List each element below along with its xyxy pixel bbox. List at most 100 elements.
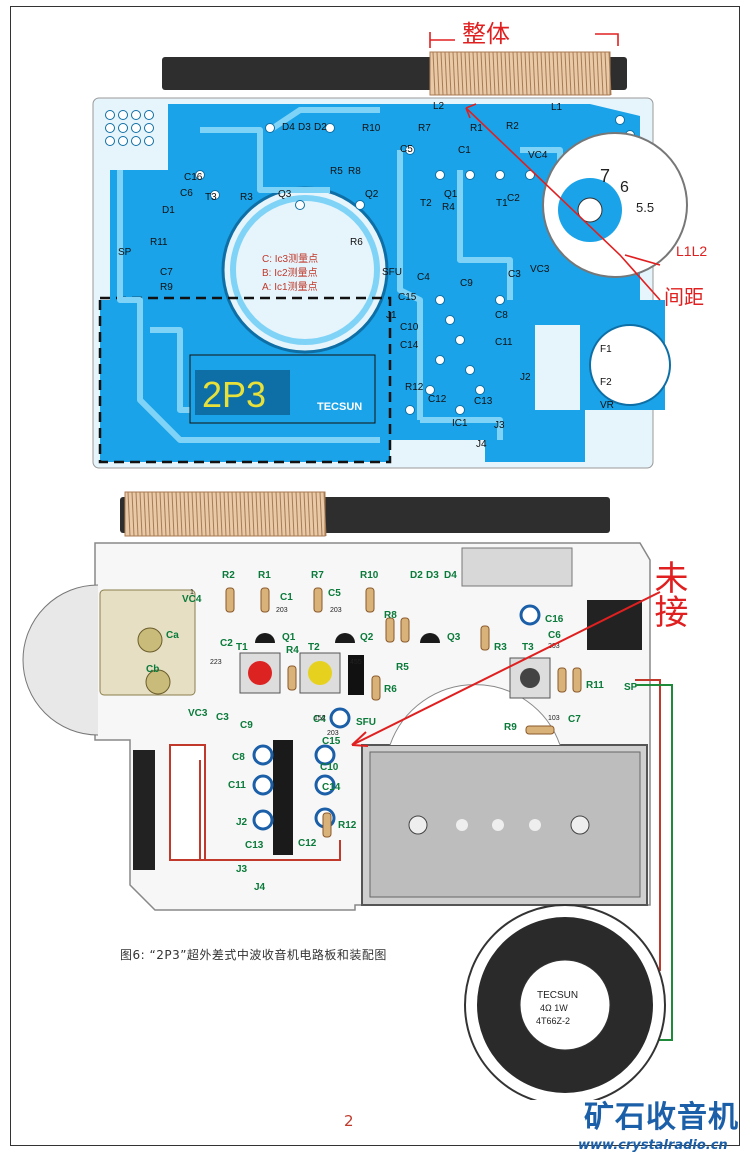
pcb-top-label-c12: C12 xyxy=(428,394,447,405)
pcb-top-label-vc4: VC4 xyxy=(528,150,548,161)
pcb-bottom-label-r8: R8 xyxy=(384,610,397,621)
pcb-top-label-j1: J1 xyxy=(386,310,397,321)
pcb-bottom-label-d3: D3 xyxy=(426,570,439,581)
pcb-bottom-label-c15: C15 xyxy=(322,736,341,747)
pcb-bottom-label-j3: J3 xyxy=(236,864,248,875)
pcb-bottom-label-c11: C11 xyxy=(228,780,246,791)
pcb-bottom-label-r6: R6 xyxy=(384,684,397,695)
if-transformer-t3 xyxy=(509,657,551,699)
pcb-bottom-label-c12: C12 xyxy=(298,838,317,849)
pcb-bottom-label-d2: D2 xyxy=(410,570,423,581)
pcb-bottom-label-q1: Q1 xyxy=(282,632,296,643)
pcb-top-label-ic1: IC1 xyxy=(452,418,468,429)
pcb-top-label-f2: F2 xyxy=(600,377,612,388)
pcb-top-label-sp: SP xyxy=(118,247,132,258)
pcb-top-label-r7: R7 xyxy=(418,123,431,134)
coil-winding-top xyxy=(429,51,612,96)
annotation-gap: 间距 xyxy=(664,286,704,309)
pcb-top-traces xyxy=(117,107,563,443)
pcb-bottom-label-r9: R9 xyxy=(504,722,517,733)
pcb-top-label-c3: C3 xyxy=(508,269,521,280)
pcb-bottom-label-r3: R3 xyxy=(494,642,507,653)
pcb-top-brand: TECSUN xyxy=(317,401,362,413)
pcb-bottom-label-c16: C16 xyxy=(545,614,564,625)
pcb-bottom-label-r5: R5 xyxy=(396,662,409,673)
pcb-top-label-r12: R12 xyxy=(405,382,424,393)
pcb-top-label-j2: J2 xyxy=(520,372,531,383)
pcb-top-model: 2P3 xyxy=(202,374,266,415)
watermark-url: www.crystalradio.cn xyxy=(578,1138,728,1153)
speaker-brand: TECSUN xyxy=(537,990,578,1001)
pcb-top-label-r3: R3 xyxy=(240,192,253,203)
speaker-spec: 4Ω 1W xyxy=(540,1003,568,1013)
pcb-top-diagram: 2P3 TECSUN C: Ic3测量点 B: Ic2测量点 A: Ic1测量点… xyxy=(92,21,707,469)
dial-number-7: 7 xyxy=(600,166,610,186)
pcb-top-label-t2: T2 xyxy=(420,198,432,209)
pcb-bottom-label-sfu: SFU xyxy=(356,717,376,728)
pcb-top-label-d2: D2 xyxy=(314,122,327,133)
pcb-top-label-r10: R10 xyxy=(362,123,381,134)
pcb-top-label-r11: R11 xyxy=(150,237,168,248)
pcb-bottom-label-c7: C7 xyxy=(568,714,581,725)
pcb-top-label-c2: C2 xyxy=(507,193,520,204)
pcb-top-label-c5: C5 xyxy=(400,144,413,155)
coil-winding-bottom xyxy=(124,491,327,537)
pcb-top-label-d3: D3 xyxy=(298,122,311,133)
page-number: 2 xyxy=(344,1112,354,1130)
pcb-bottom-code-5: 103 xyxy=(548,715,560,722)
pcb-bottom-code-1: 203 xyxy=(276,607,288,614)
pcb-bottom-label-c8: C8 xyxy=(232,752,245,763)
pcb-bottom-label-c1: C1 xyxy=(280,592,293,603)
pcb-top-label-c9: C9 xyxy=(460,278,473,289)
pcb-top-label-r4: R4 xyxy=(442,202,455,213)
pcb-bottom-label-d4: D4 xyxy=(444,570,457,581)
tuning-dial-top: 7 6 5.5 xyxy=(542,132,688,278)
pcb-bottom-label-r4: R4 xyxy=(286,645,299,656)
test-point-c: C: Ic3测量点 xyxy=(262,252,318,265)
pcb-top-label-q3: Q3 xyxy=(278,189,292,200)
pcb-bottom-label-t1: T1 xyxy=(236,642,248,653)
pcb-bottom-label-c5: C5 xyxy=(328,588,341,599)
pcb-bottom-label-ca: Ca xyxy=(166,630,179,641)
pcb-bottom-code-3: 152 xyxy=(314,715,326,722)
watermark-title: 矿石收音机 xyxy=(584,1100,739,1135)
pcb-bottom-label-j2: J2 xyxy=(236,817,248,828)
pcb-bottom-label-r7: R7 xyxy=(311,570,324,581)
pcb-bottom-label-r2: R2 xyxy=(222,570,235,581)
pcb-top-label-c16: C16 xyxy=(184,172,203,183)
pcb-top-label-t1: T1 xyxy=(496,198,508,209)
pcb-top-label-d1: D1 xyxy=(162,205,175,216)
pcb-top-label-vc3: VC3 xyxy=(530,264,550,275)
test-point-b: B: Ic2测量点 xyxy=(262,266,318,279)
heatsink xyxy=(461,547,573,587)
pcb-top-label-j3: J3 xyxy=(494,420,505,431)
pcb-bottom-label-r1: R1 xyxy=(258,570,271,581)
battery-wire xyxy=(199,760,341,861)
pcb-top-label-r1: R1 xyxy=(470,123,483,134)
sfu-filter xyxy=(348,655,364,695)
pcb-bottom-label-q3: Q3 xyxy=(447,632,461,643)
red-arrow-not-connected xyxy=(351,591,661,747)
annotation-whole: 整体 xyxy=(462,21,510,48)
pcb-top-label-c4: C4 xyxy=(417,272,430,283)
pcb-bottom-label-r11: R11 xyxy=(586,680,604,691)
speaker-model: 4T66Z-2 xyxy=(536,1016,570,1026)
red-annotations-top xyxy=(429,32,661,301)
pcb-top-label-q1: Q1 xyxy=(444,189,458,200)
pcb-bottom-label-r12: R12 xyxy=(338,820,357,831)
pcb-bottom-label-c13: C13 xyxy=(245,840,264,851)
pcb-top-label-sfu: SFU xyxy=(382,267,402,278)
pcb-top-label-c8: C8 xyxy=(495,310,508,321)
volume-wheel xyxy=(133,750,155,870)
pcb-bottom-label-vc4: VC4 xyxy=(182,594,202,605)
pcb-bottom-label-c14: C14 xyxy=(322,782,341,793)
pcb-top-label-c14: C14 xyxy=(400,340,419,351)
pcb-bottom-label-c4: C4 xyxy=(313,714,326,725)
pcb-bottom-label-c10: C10 xyxy=(320,762,339,773)
pcb-bottom-label-c3: C3 xyxy=(216,712,229,723)
page-frame xyxy=(10,6,740,1146)
pcb-bottom-label-t3: T3 xyxy=(522,642,534,653)
annotation-l1l2: L1L2 xyxy=(676,243,707,259)
